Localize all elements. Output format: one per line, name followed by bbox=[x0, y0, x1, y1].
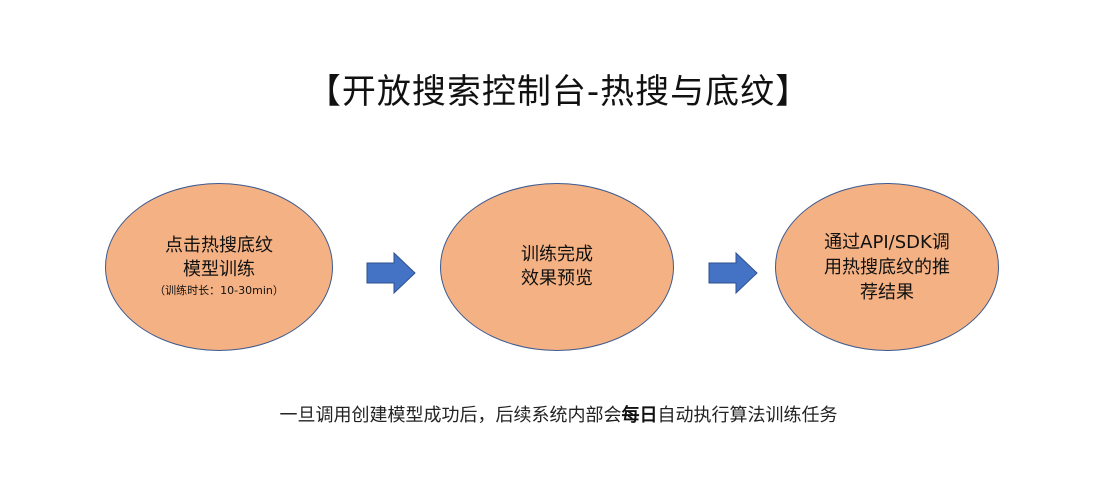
step-node-preview-line-2: 效果预览 bbox=[521, 268, 593, 289]
step-node-train-line-2: 模型训练 bbox=[183, 259, 255, 280]
diagram-title: 【开放搜索控制台-热搜与底纹】 bbox=[306, 72, 811, 112]
footer-note: 一旦调用创建模型成功后，后续系统内部会每日自动执行算法训练任务 bbox=[0, 403, 1117, 429]
step-node-preview: 训练完成 效果预览 bbox=[440, 183, 674, 351]
step-node-api: 通过API/SDK调 用热搜底纹的推 荐结果 bbox=[775, 183, 999, 351]
step-node-api-line-1: 通过API/SDK调 bbox=[824, 231, 950, 253]
footer-note-emphasis: 每日 bbox=[621, 405, 658, 426]
footer-note-after: 自动执行算法训练任务 bbox=[657, 405, 838, 426]
step-node-api-line-2: 用热搜底纹的推 bbox=[824, 256, 950, 278]
footer-note-before: 一旦调用创建模型成功后，后续系统内部会 bbox=[279, 405, 622, 426]
right-arrow-icon bbox=[366, 252, 416, 294]
step-node-api-line-3: 荐结果 bbox=[860, 281, 914, 303]
right-arrow-icon bbox=[708, 252, 758, 294]
step-node-train: 点击热搜底纹 模型训练 （训练时长：10-30min） bbox=[105, 183, 333, 351]
step-node-preview-line-1: 训练完成 bbox=[521, 244, 593, 265]
step-node-train-note: （训练时长：10-30min） bbox=[154, 284, 284, 297]
step-node-train-line-1: 点击热搜底纹 bbox=[165, 235, 273, 256]
